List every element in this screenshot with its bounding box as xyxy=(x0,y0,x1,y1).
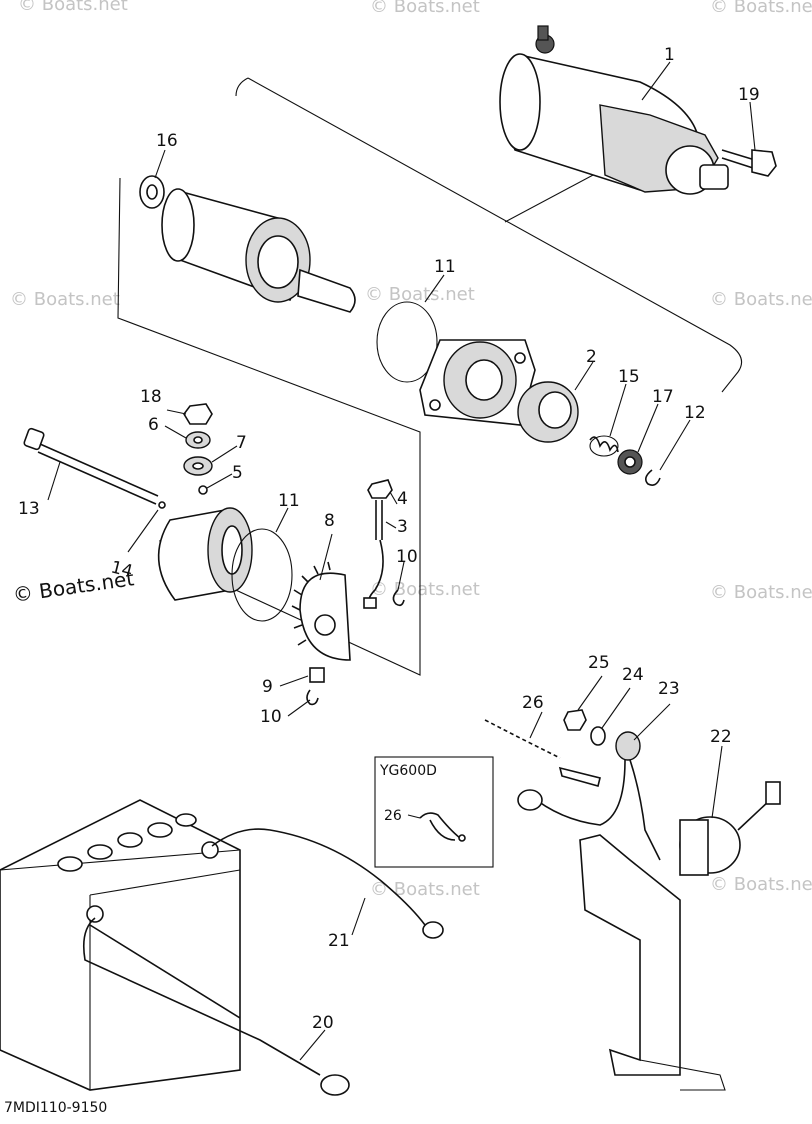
washer-24 xyxy=(590,726,606,746)
cable-20 xyxy=(82,917,350,1096)
clip-12 xyxy=(644,469,661,486)
watermark: © Boats.net xyxy=(710,874,812,895)
watermark: © Boats.net xyxy=(365,284,475,305)
stopper-17 xyxy=(617,449,643,475)
terminal-bolt xyxy=(363,479,393,609)
part-label-7: 7 xyxy=(236,433,247,453)
part-label-18: 18 xyxy=(140,387,162,407)
o-ring-11-bottom xyxy=(231,528,293,622)
part-label-6: 6 xyxy=(148,415,159,435)
part-label-8: 8 xyxy=(324,511,335,531)
part-label-15: 15 xyxy=(618,367,640,387)
clip-10-upper xyxy=(392,589,405,607)
pin-14 xyxy=(158,501,166,509)
chain-26 xyxy=(484,719,561,759)
drive-housing xyxy=(419,339,536,426)
watermark: © Boats.net xyxy=(710,0,812,17)
part-label-2: 2 xyxy=(586,347,597,367)
part-label-3: 3 xyxy=(397,517,408,537)
part-label-10: 10 xyxy=(396,547,418,567)
armature xyxy=(161,188,356,313)
part-label-20: 20 xyxy=(312,1013,334,1033)
part-labels: 1 2 3 4 5 6 7 8 9 10 10 11 11 12 13 14 1… xyxy=(18,45,760,1033)
part-label-12: 12 xyxy=(684,403,706,423)
inset-yg600d: YG600D 26 xyxy=(374,756,494,868)
nut-stack xyxy=(183,403,213,495)
end-cover xyxy=(157,507,253,601)
drawing-code: 7MDI110-9150 xyxy=(4,1100,107,1116)
part-label-16: 16 xyxy=(156,131,178,151)
leader-lines xyxy=(47,61,756,1061)
watermark: © Boats.net xyxy=(710,582,812,603)
o-ring-11-top xyxy=(376,301,438,383)
spring-15 xyxy=(589,435,619,457)
starter-motor xyxy=(499,25,729,195)
part-label-11: 11 xyxy=(434,257,456,277)
part-label-9: 9 xyxy=(262,677,273,697)
inset-part-label: 26 xyxy=(384,808,402,824)
pinion-gear-2 xyxy=(517,381,579,443)
watermark: © Boats.net xyxy=(18,0,128,15)
cable-21 xyxy=(211,828,444,939)
watermark: © Boats.net xyxy=(370,879,480,900)
part-label-24: 24 xyxy=(622,665,644,685)
brush-plate-8 xyxy=(291,561,351,661)
part-label-22: 22 xyxy=(710,727,732,747)
part-label-13: 13 xyxy=(18,499,40,519)
part-label-11: 11 xyxy=(278,491,300,511)
part-label-4: 4 xyxy=(397,489,408,509)
part-label-19: 19 xyxy=(738,85,760,105)
watermark: © Boats.net xyxy=(710,289,812,310)
part-label-26: 26 xyxy=(522,693,544,713)
washer-16 xyxy=(139,175,165,209)
through-bolt-13 xyxy=(23,427,159,505)
part-label-5: 5 xyxy=(232,463,243,483)
watermark: © Boats.net xyxy=(370,0,480,17)
brush-9 xyxy=(309,667,325,683)
relay-assembly xyxy=(517,731,781,1091)
watermark: © Boats.net xyxy=(370,579,480,600)
bolt-19 xyxy=(721,149,777,177)
part-label-25: 25 xyxy=(588,653,610,673)
part-label-21: 21 xyxy=(328,931,350,951)
watermark: © Boats.net xyxy=(10,289,120,310)
clip-10-lower xyxy=(306,689,319,706)
nut-25 xyxy=(563,709,587,731)
part-label-1: 1 xyxy=(664,45,675,65)
battery xyxy=(0,799,241,1091)
part-label-17: 17 xyxy=(652,387,674,407)
inset-title: YG600D xyxy=(379,763,437,779)
part-label-10: 10 xyxy=(260,707,282,727)
part-label-23: 23 xyxy=(658,679,680,699)
